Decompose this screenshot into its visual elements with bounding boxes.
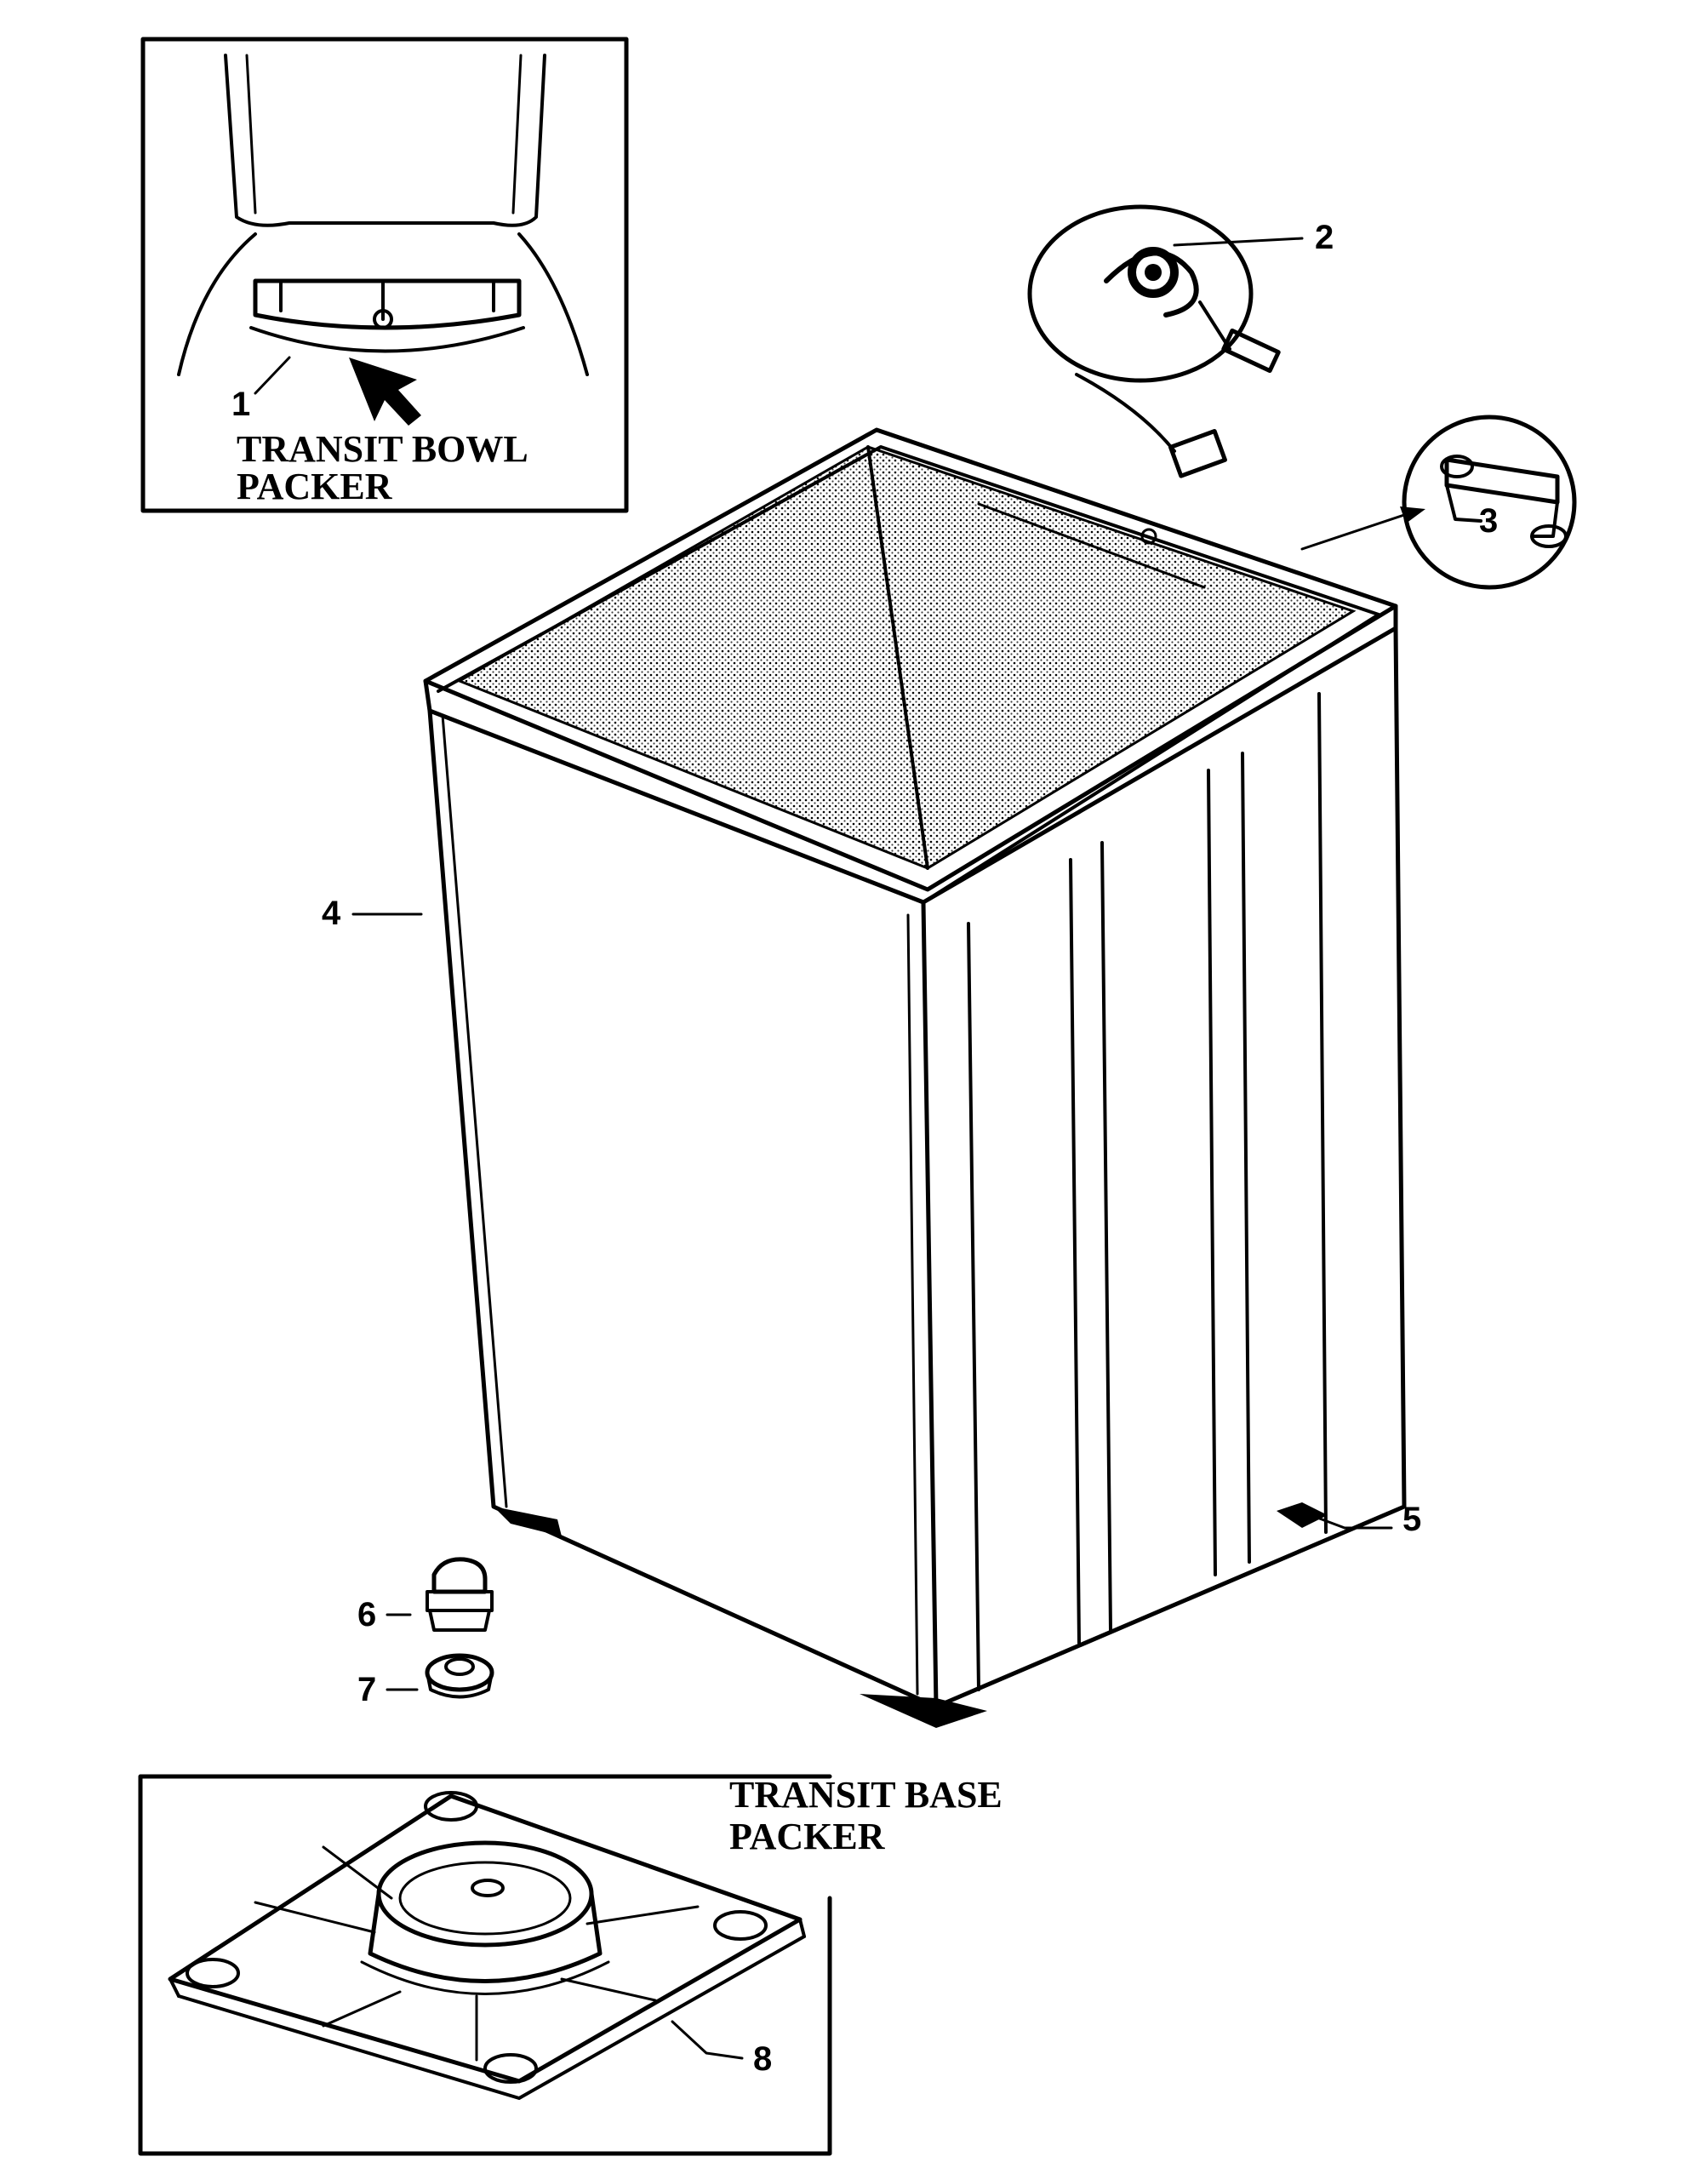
base-caption-line1: TRANSIT BASE bbox=[729, 1774, 1003, 1816]
callout-4: 4 bbox=[322, 895, 341, 932]
inset-frame-bowl bbox=[140, 37, 629, 513]
callout-1: 1 bbox=[231, 386, 250, 423]
cabinet: 4 5 bbox=[322, 427, 1421, 1728]
part-3-clip: 3 bbox=[1300, 415, 1577, 590]
part-7-grommet: 7 bbox=[357, 1653, 494, 1708]
cabinet-right-face bbox=[921, 626, 1407, 1709]
callout-6: 6 bbox=[357, 1596, 376, 1633]
callout-7: 7 bbox=[357, 1671, 376, 1708]
transit-bowl-packer-inset: 1 TRANSIT BOWL PACKER bbox=[140, 37, 629, 513]
cabinet-top-panel bbox=[456, 445, 1357, 870]
inset-frame-base bbox=[138, 1774, 832, 2156]
transit-base-packer-inset: TRANSIT BASE PACKER 8 bbox=[138, 1774, 1003, 2156]
part-6-plug: 6 bbox=[357, 1557, 494, 1633]
part-2-cable-assembly: 2 bbox=[1027, 204, 1334, 478]
callout-2: 2 bbox=[1315, 219, 1334, 256]
arrow-icon bbox=[349, 358, 421, 426]
bowl-caption-line2: PACKER bbox=[237, 466, 393, 507]
base-caption-line2: PACKER bbox=[729, 1816, 886, 1857]
callout-5: 5 bbox=[1402, 1501, 1421, 1538]
callout-3: 3 bbox=[1479, 502, 1498, 540]
bowl-caption-line1: TRANSIT BOWL bbox=[237, 428, 528, 470]
callout-8: 8 bbox=[753, 2040, 772, 2078]
